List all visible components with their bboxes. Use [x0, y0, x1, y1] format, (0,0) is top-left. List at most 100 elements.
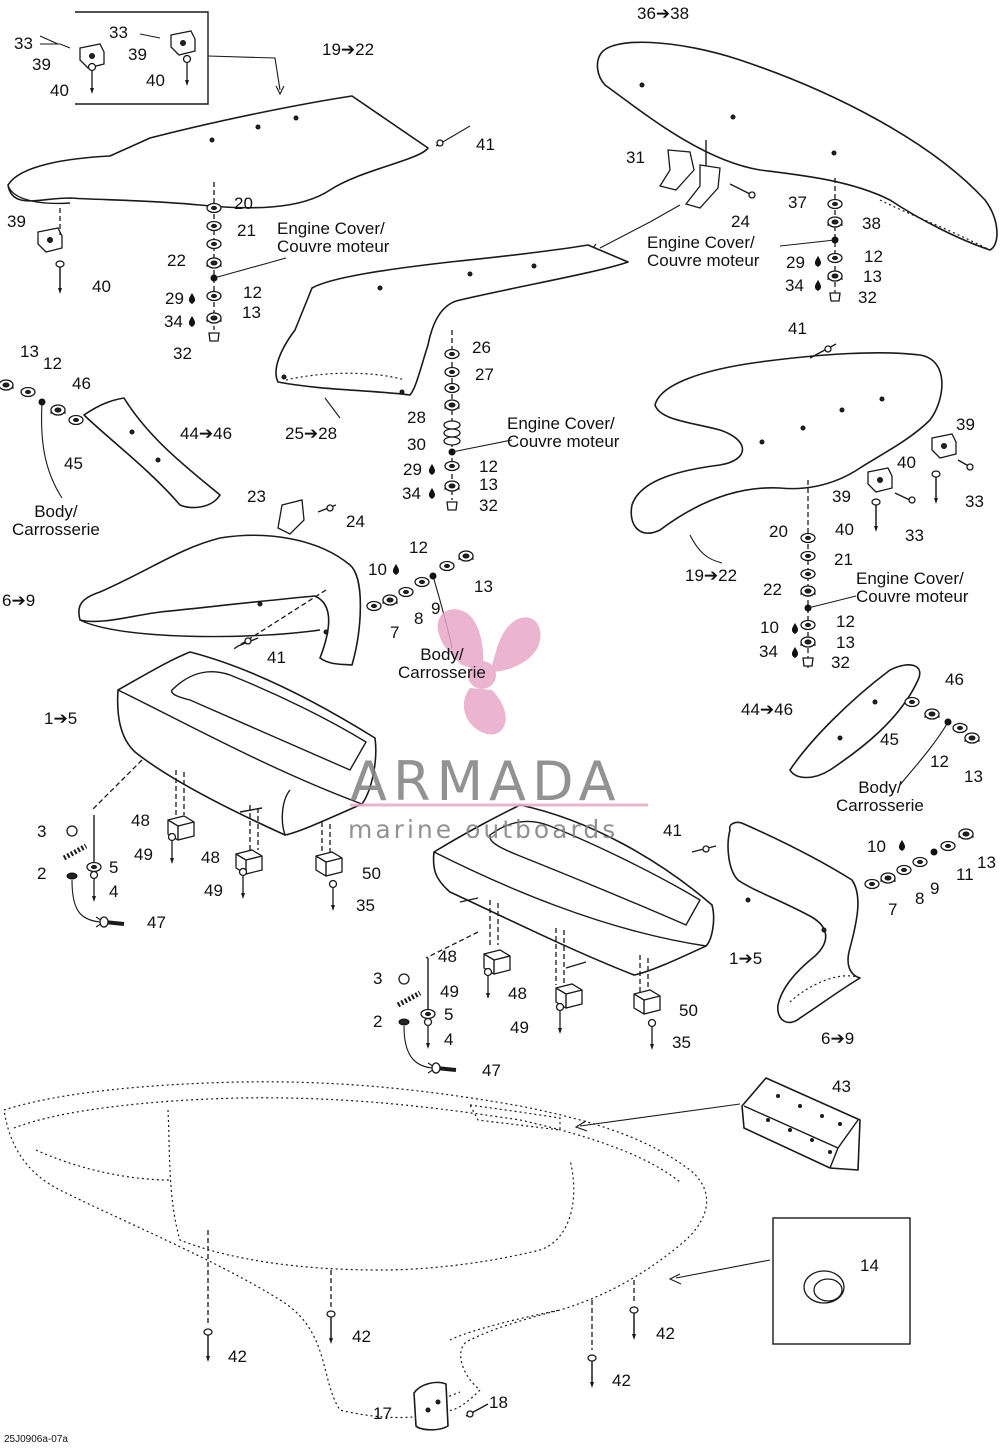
callout-11: 11 — [956, 865, 974, 884]
callout-19-22: 19➔22 — [685, 566, 738, 585]
callout-32: 32 — [831, 653, 850, 672]
callout-35: 35 — [672, 1033, 691, 1052]
hull-deck — [3, 1081, 708, 1419]
callout-9: 9 — [431, 599, 441, 618]
callout-22: 22 — [167, 251, 186, 270]
callout-45: 45 — [880, 730, 899, 749]
callout-12: 12 — [243, 283, 262, 302]
seat-cushion-upper-right — [630, 351, 943, 534]
callout-42: 42 — [352, 1327, 371, 1346]
callout-40: 40 — [50, 81, 69, 100]
inset-box — [75, 11, 209, 105]
callout-31: 31 — [626, 148, 645, 167]
callout-44-46: 44➔46 — [741, 700, 794, 719]
callout-12: 12 — [43, 354, 62, 373]
callout-33: 33 — [14, 34, 33, 53]
callout-29: 29 — [786, 253, 805, 272]
callout-17: 17 — [373, 1404, 392, 1423]
callout-13: 13 — [20, 342, 39, 361]
callout-20: 20 — [234, 194, 253, 213]
callout-40: 40 — [835, 520, 854, 539]
watermark-brand: ARMADA — [350, 750, 622, 813]
callout-32: 32 — [858, 288, 877, 307]
callout-32: 32 — [173, 344, 192, 363]
callout-49: 49 — [440, 982, 459, 1001]
seat-1-5-left — [116, 651, 377, 836]
callout-39: 39 — [32, 55, 51, 74]
callout-42: 42 — [228, 1347, 247, 1366]
callout-18: 18 — [489, 1393, 508, 1412]
callout-47: 47 — [482, 1061, 501, 1080]
callout-engine-cover: Engine Cover/ Couvre moteur — [277, 219, 390, 256]
callout-27: 27 — [475, 365, 494, 384]
diagram-code: 25J0906a-07a — [4, 1434, 68, 1445]
callout-engine-cover: Engine Cover/ Couvre moteur — [507, 414, 620, 451]
callout-34: 34 — [402, 484, 421, 503]
callout-39: 39 — [7, 212, 26, 231]
callout-1-5: 1➔5 — [729, 949, 763, 968]
callout-22: 22 — [763, 580, 782, 599]
callout-13: 13 — [479, 475, 498, 494]
callout-engine-cover: Engine Cover/ Couvre moteur — [856, 569, 969, 606]
callout-10: 10 — [867, 837, 886, 856]
callout-49: 49 — [134, 845, 153, 864]
callout-33: 33 — [905, 526, 924, 545]
callout-39: 39 — [956, 415, 975, 434]
callout-42: 42 — [656, 1324, 675, 1343]
callout-40: 40 — [146, 71, 165, 90]
callout-19-22: 19➔22 — [322, 40, 375, 59]
callout-24: 24 — [731, 212, 750, 231]
callout-10: 10 — [368, 560, 387, 579]
callout-21: 21 — [834, 550, 853, 569]
callout-4: 4 — [109, 882, 119, 901]
watermark-tagline: marine outboards — [348, 815, 619, 844]
fender-6-9-right — [727, 821, 861, 1024]
callout-37: 37 — [788, 193, 807, 212]
callout-1-5: 1➔5 — [44, 709, 78, 728]
callout-7: 7 — [888, 900, 898, 919]
callout-46: 46 — [945, 670, 964, 689]
callout-33: 33 — [109, 23, 128, 42]
callout-38: 38 — [862, 214, 881, 233]
callout-48: 48 — [508, 984, 527, 1003]
panel-44-46-left — [83, 397, 221, 509]
callout-3: 3 — [37, 822, 47, 841]
grommet-inset-box — [772, 1217, 911, 1345]
callout-44-46: 44➔46 — [180, 424, 233, 443]
callout-13: 13 — [964, 767, 983, 786]
callout-50: 50 — [679, 1001, 698, 1020]
callout-10: 10 — [760, 618, 779, 637]
callout-39: 39 — [128, 45, 147, 64]
callout-6-9: 6➔9 — [2, 591, 36, 610]
callout-33: 33 — [965, 492, 984, 511]
callout-8: 8 — [414, 609, 424, 628]
callout-13: 13 — [242, 303, 261, 322]
callout-3: 3 — [373, 969, 383, 988]
callout-9: 9 — [930, 879, 940, 898]
callout-13: 13 — [836, 633, 855, 652]
callout-25-28: 25➔28 — [285, 424, 338, 443]
seat-panel-6-9-left — [78, 534, 362, 666]
callout-34: 34 — [785, 276, 804, 295]
callout-40: 40 — [897, 453, 916, 472]
callout-39: 39 — [832, 487, 851, 506]
callout-49: 49 — [510, 1018, 529, 1037]
callout-body: Body/ Carrosserie — [836, 778, 924, 815]
callout-21: 21 — [237, 221, 256, 240]
callout-8: 8 — [915, 889, 925, 908]
callout-41: 41 — [267, 648, 286, 667]
callout-2: 2 — [373, 1012, 383, 1031]
callout-6-9: 6➔9 — [821, 1029, 855, 1048]
callout-13: 13 — [977, 853, 996, 872]
callout-49: 49 — [204, 881, 223, 900]
callout-47: 47 — [147, 913, 166, 932]
angle-bracket-43 — [741, 1077, 861, 1171]
panel-44-46-right — [789, 664, 921, 779]
callout-28: 28 — [407, 408, 426, 427]
callout-42: 42 — [612, 1371, 631, 1390]
callout-4: 4 — [444, 1030, 454, 1049]
callout-41: 41 — [788, 319, 807, 338]
callout-5: 5 — [109, 858, 119, 877]
callout-7: 7 — [390, 623, 400, 642]
